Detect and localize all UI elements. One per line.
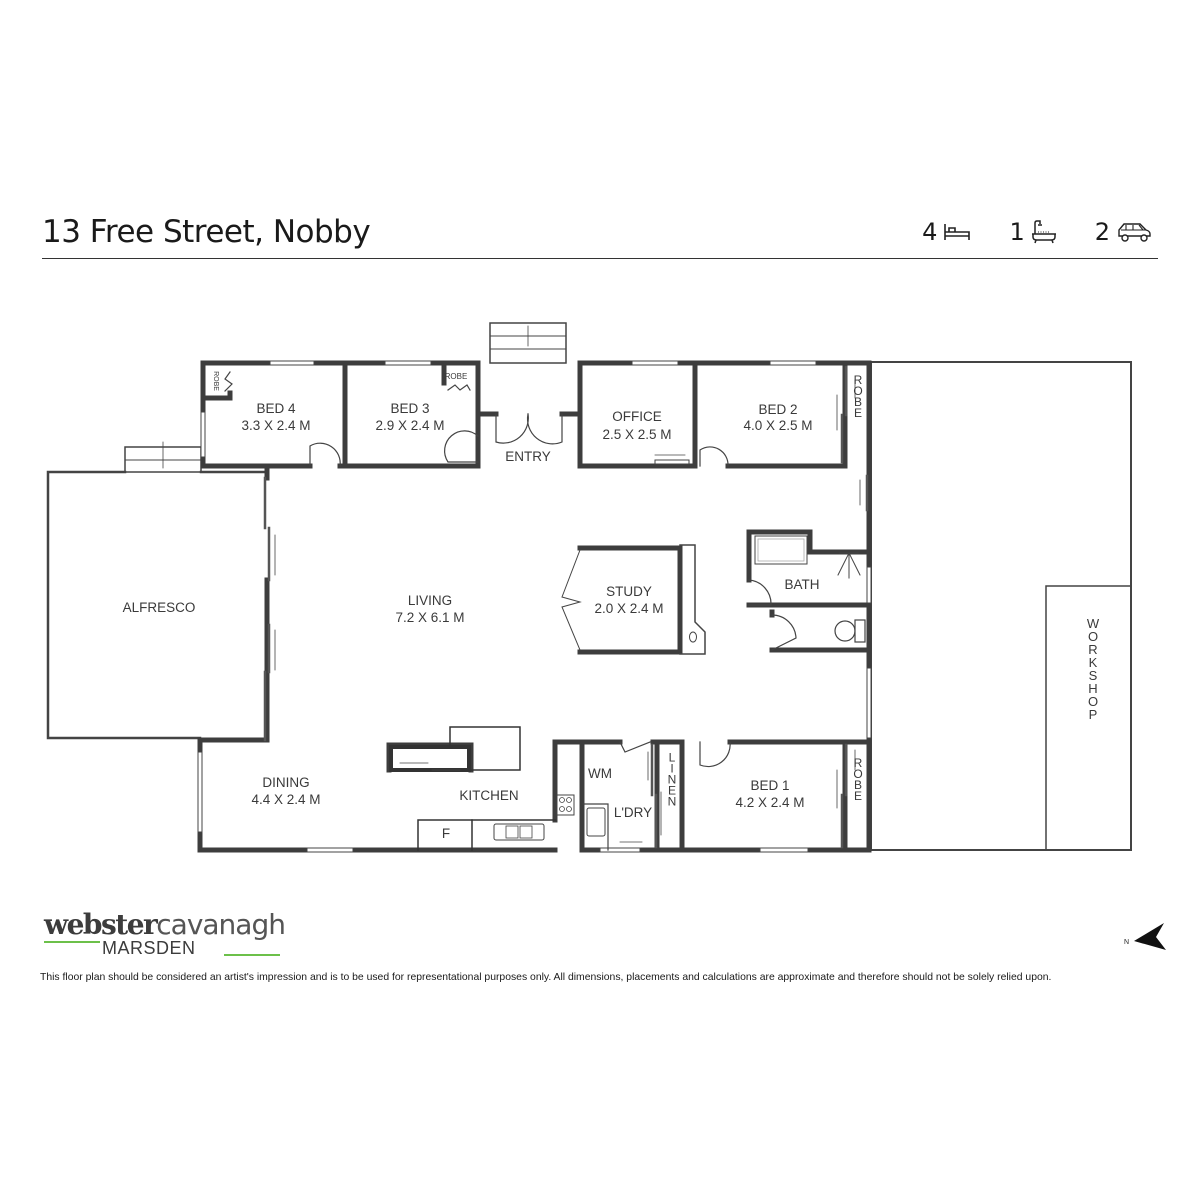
logo-webster: webster (44, 908, 158, 941)
north-compass: N (1120, 920, 1170, 957)
logo-cavanagh: cavanagh (156, 908, 286, 941)
room-label-office: OFFICE (612, 409, 662, 424)
room-label-laundry: L'DRY (614, 805, 652, 820)
room-label-study: STUDY (606, 584, 652, 599)
room-label-alfresco: ALFRESCO (123, 600, 196, 615)
room-size-office: 2.5 X 2.5 M (602, 427, 671, 442)
room-label-wm: WM (588, 766, 612, 781)
logo-accent-line-right (224, 954, 280, 956)
room-label-bath: BATH (784, 577, 819, 592)
page-header: 13 Free Street, Nobby 4 1 2 (42, 212, 1158, 259)
compass-north-label: N (1124, 939, 1129, 946)
room-label-workshop: WORKSHOP (1086, 616, 1101, 720)
room-label-kitchen: KITCHEN (459, 788, 518, 803)
room-size-study: 2.0 X 2.4 M (594, 601, 663, 616)
bedrooms-count: 4 (922, 218, 938, 246)
bed-icon (944, 224, 971, 240)
entry-steps (489, 322, 567, 364)
room-label-linen: LINEN (665, 751, 679, 806)
bath-icon (1031, 220, 1056, 244)
alfresco-outline (46, 470, 269, 740)
room-size-bed3: 2.9 X 2.4 M (375, 418, 444, 433)
room-label-bed2: BED 2 (758, 402, 797, 417)
logo-marsden: MARSDEN (102, 938, 196, 958)
room-label-robe-bed2: ROBE (851, 373, 865, 417)
room-size-dining: 4.4 X 2.4 M (251, 792, 320, 807)
garage-outline (870, 361, 1132, 851)
disclaimer-text: This floor plan should be considered an … (40, 972, 1052, 983)
room-label-robe-bed3: ROBE (445, 372, 468, 381)
property-address-title: 13 Free Street, Nobby (42, 214, 371, 250)
room-size-living: 7.2 X 6.1 M (395, 610, 464, 625)
room-size-bed4: 3.3 X 2.4 M (241, 418, 310, 433)
stat-car-spaces: 2 (1095, 218, 1152, 246)
room-label-robe-bed1: ROBE (851, 756, 865, 800)
room-label-living: LIVING (408, 593, 452, 608)
compass-arrow-icon: N (1124, 923, 1166, 950)
room-size-bed1: 4.2 X 2.4 M (735, 795, 804, 810)
room-size-bed2: 4.0 X 2.5 M (743, 418, 812, 433)
room-label-entry: ENTRY (505, 449, 551, 464)
bathrooms-count: 1 (1009, 218, 1025, 246)
car-icon (1118, 223, 1151, 242)
workshop-outline (1045, 585, 1132, 851)
fridge-label: F (442, 826, 450, 841)
room-label-bed1: BED 1 (750, 778, 789, 793)
logo-accent-line-left (44, 941, 100, 943)
property-stats: 4 1 2 (884, 218, 1152, 246)
room-label-bed3: BED 3 (390, 401, 429, 416)
room-label-bed4: BED 4 (256, 401, 296, 416)
room-label-dining: DINING (262, 775, 309, 790)
car-spaces-count: 2 (1094, 218, 1110, 246)
agency-logo: webstercavanagh MARSDEN (42, 908, 286, 958)
stat-bathrooms: 1 (1009, 218, 1056, 246)
stat-bedrooms: 4 (922, 218, 971, 246)
room-label-robe-bed4: ROBE (212, 371, 219, 391)
room-labels: BED 4 3.3 X 2.4 M BED 3 2.9 X 2.4 M ENTR… (123, 371, 1101, 841)
